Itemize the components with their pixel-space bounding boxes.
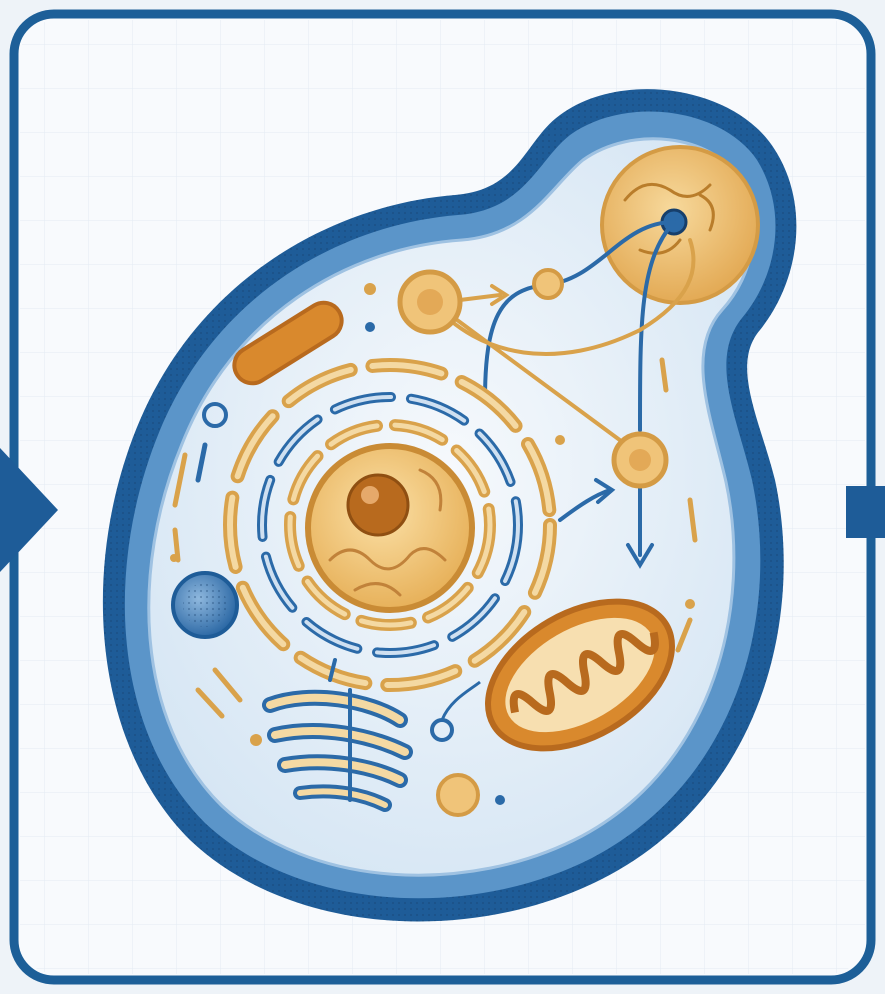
nucleus-icon (308, 446, 472, 610)
lysosome-icon (173, 573, 237, 637)
bud-vesicle (602, 147, 758, 303)
right-arrow-icon (846, 486, 885, 538)
